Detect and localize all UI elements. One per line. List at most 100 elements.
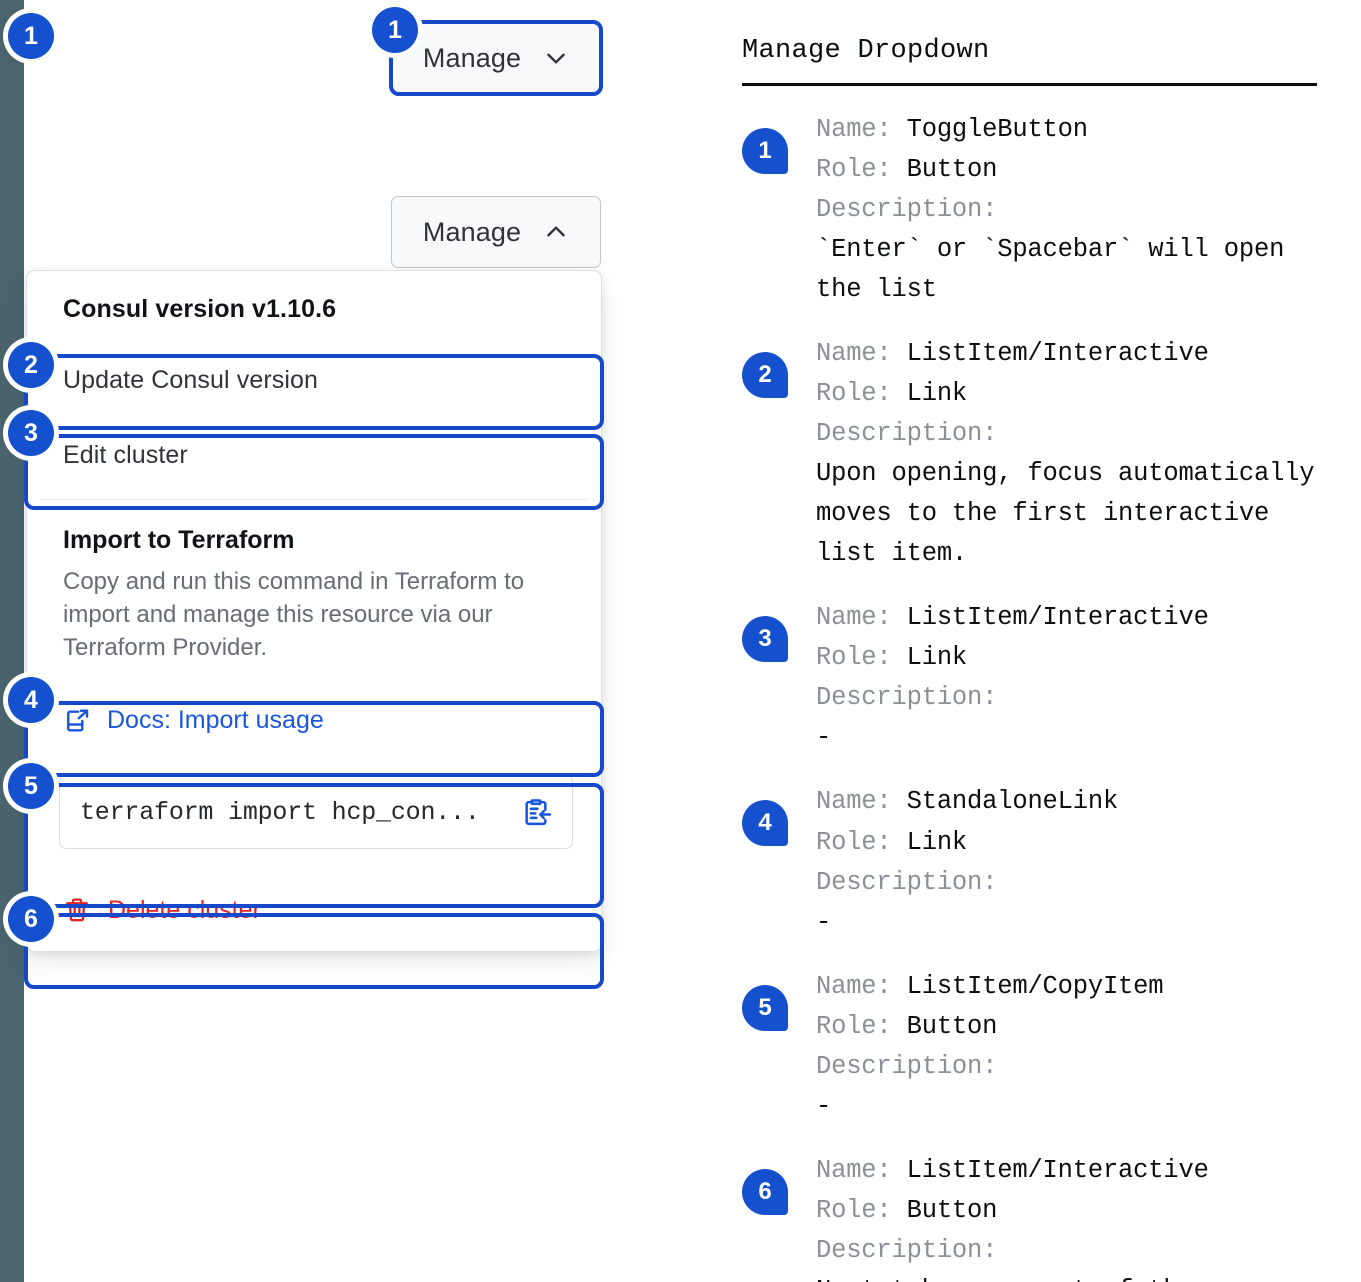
legend-field-value: Button	[891, 1195, 998, 1225]
delete-cluster-label: Delete cluster	[108, 895, 261, 924]
legend-description-value: -	[816, 907, 832, 937]
annotation-marker-6: 6	[8, 896, 54, 942]
consul-version-header: Consul version v1.10.6	[63, 295, 337, 323]
legend-role-line: Role: Button	[816, 150, 1284, 190]
legend-marker-2: 2	[742, 352, 788, 399]
manage-toggle-button-closed[interactable]: Manage	[391, 22, 601, 94]
legend-role-line: Role: Button	[816, 1007, 1163, 1047]
legend-field-label: Role:	[816, 1011, 892, 1041]
legend-name-line: Name: ToggleButton	[816, 110, 1284, 150]
copy-command-field[interactable]: terraform import hcp_con...	[59, 775, 573, 850]
legend-field-value: ListItem/Interactive	[891, 339, 1209, 369]
manage-toggle-label-open: Manage	[422, 216, 522, 247]
legend-description-value: -	[816, 723, 832, 753]
menu-item-delete-cluster[interactable]: Delete cluster	[27, 871, 601, 951]
legend-description-label: Description:	[816, 863, 1118, 903]
legend-field-label: Name:	[816, 971, 892, 1001]
chevron-down-icon	[543, 45, 569, 71]
legend-field-value: ListItem/Interactive	[891, 1155, 1209, 1185]
legend-description-label: Description:	[816, 1047, 1163, 1087]
legend-name-line: Name: ListItem/Interactive	[816, 1151, 1317, 1191]
legend-name-line: Name: ListItem/Interactive	[816, 334, 1314, 374]
menu-item-docs-import-usage[interactable]: Docs: Import usage	[27, 684, 601, 757]
manage-toggle-label: Manage	[422, 42, 522, 73]
annotation-marker-3: 3	[8, 410, 54, 456]
annotation-marker-1-toggle: 1	[372, 7, 418, 53]
annotation-marker-5: 5	[8, 763, 54, 809]
legend-marker-1: 1	[742, 128, 788, 174]
legend-marker-6: 6	[742, 1168, 788, 1215]
manage-toggle-button-open[interactable]: Manage	[391, 196, 601, 268]
legend-field-label: Role:	[816, 1195, 892, 1225]
legend-field-value: ListItem/CopyItem	[891, 971, 1164, 1001]
legend-field-label: Role:	[816, 827, 892, 857]
legend-field-value: Button	[891, 155, 998, 185]
legend-description-value: Upon opening, focus automatically moves …	[816, 459, 1315, 569]
legend-field-label: Role:	[816, 643, 892, 673]
legend-name-line: Name: StandaloneLink	[816, 782, 1118, 822]
legend-field-label: Name:	[816, 603, 892, 633]
clipboard-copy-icon[interactable]	[520, 796, 552, 828]
annotation-marker-2: 2	[8, 342, 54, 388]
legend-field-label: Name:	[816, 115, 892, 144]
menu-divider	[41, 499, 587, 500]
legend-field-label: Name:	[816, 339, 892, 369]
manage-dropdown-menu: Consul version v1.10.6 Update Consul ver…	[26, 270, 602, 953]
left-preview-panel: Manage Manage Consul version v1.10.6 Upd…	[8, 7, 604, 989]
menu-item-update-consul-version[interactable]: Update Consul version	[63, 366, 319, 394]
docs-link-label: Docs: Import usage	[107, 706, 324, 735]
terraform-command-text: terraform import hcp_con...	[80, 797, 480, 827]
legend-role-line: Role: Button	[816, 1191, 1317, 1231]
chevron-up-icon	[543, 219, 569, 245]
legend-field-label: Description:	[816, 419, 998, 449]
legend-field-value: StandaloneLink	[891, 787, 1119, 817]
legend-field-value: Button	[891, 1011, 998, 1041]
legend-field-label: Description:	[816, 1235, 998, 1265]
copy-command-row: terraform import hcp_con...	[27, 757, 601, 871]
legend-role-line: Role: Link	[816, 374, 1314, 414]
legend-description-label: Description:	[816, 678, 1209, 718]
legend-field-label: Name:	[816, 787, 892, 817]
legend-title: Manage Dropdown	[742, 36, 990, 66]
legend-description-value: Next tab moves out of the menu and to th…	[816, 1271, 1317, 1282]
legend-field-value: ListItem/Interactive	[891, 603, 1209, 633]
legend-marker-3: 3	[742, 616, 788, 663]
legend-field-label: Description:	[816, 683, 998, 713]
legend-field-label: Name:	[816, 1155, 892, 1185]
legend-description-label: Description:	[816, 414, 1314, 454]
legend-field-label: Role:	[816, 379, 892, 409]
legend-field-label: Description:	[816, 195, 998, 225]
legend-divider	[742, 83, 1317, 86]
menu-item-edit-cluster[interactable]: Edit cluster	[63, 441, 188, 469]
legend-name-line: Name: ListItem/CopyItem	[816, 967, 1164, 1007]
legend-field-value: Link	[891, 379, 968, 409]
legend-field-label: Description:	[816, 1051, 998, 1081]
legend-role-line: Role: Link	[816, 638, 1209, 678]
import-terraform-title: Import to Terraform	[63, 526, 295, 554]
legend-field-value: ToggleButton	[891, 115, 1088, 144]
annotation-marker-4: 4	[8, 677, 54, 723]
legend-name-line: Name: ListItem/Interactive	[816, 598, 1209, 638]
legend-marker-5: 5	[742, 984, 788, 1031]
external-doc-icon	[63, 707, 91, 735]
legend-description-label: Description:	[816, 1231, 1317, 1271]
legend-field-label: Description:	[816, 867, 998, 897]
legend-role-line: Role: Link	[816, 823, 1118, 863]
legend-marker-4: 4	[742, 800, 788, 847]
legend-description-label: Description:	[816, 190, 1284, 230]
import-terraform-description: Copy and run this command in Terraform t…	[63, 568, 525, 662]
legend-field-label: Role:	[816, 155, 892, 185]
legend-description-value: `Enter` or `Spacebar` will open the list	[816, 235, 1285, 305]
